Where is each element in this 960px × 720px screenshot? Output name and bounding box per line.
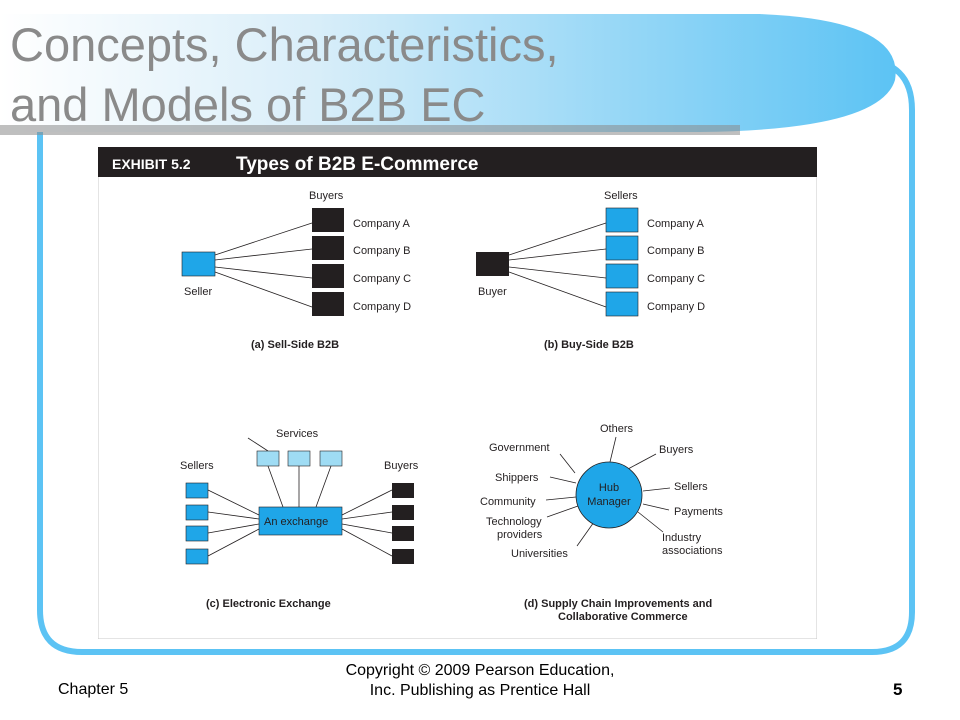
spoke-label: Others: [600, 423, 634, 435]
company-box: [312, 236, 344, 260]
panel-caption: Collaborative Commerce: [558, 611, 688, 623]
footer-copyright: Copyright © 2009 Pearson Education, Inc.…: [300, 661, 660, 701]
spoke-label: Payments: [674, 506, 723, 518]
seller-label: Seller: [184, 286, 212, 298]
buyer-box: [392, 526, 414, 541]
exhibit-label: EXHIBIT 5.2: [112, 156, 191, 172]
buyer-box: [476, 252, 509, 276]
company-label: Company A: [353, 218, 411, 230]
slide-title-line-2: and Models of B2B EC: [10, 78, 486, 131]
company-label: Company B: [353, 245, 410, 257]
company-label: Company C: [647, 273, 705, 285]
spoke-label: Shippers: [495, 472, 539, 484]
buyer-box: [392, 549, 414, 564]
company-label: Company D: [647, 301, 705, 313]
seller-box: [185, 548, 209, 565]
service-box: [287, 450, 311, 467]
seller-box: [185, 525, 209, 542]
company-box: [312, 264, 344, 288]
spoke-label: Government: [489, 442, 550, 454]
exhibit-header-bar: [98, 147, 817, 177]
seller-box: [181, 251, 216, 277]
slide-frame: [37, 57, 915, 655]
buyer-box: [392, 483, 414, 498]
company-box: [605, 235, 639, 261]
service-box: [256, 450, 280, 467]
panel-buy-side: Buyer Sellers Company A Company B Compan…: [476, 190, 705, 351]
company-label: Company A: [647, 218, 705, 230]
spoke-label: Universities: [511, 548, 568, 560]
company-box: [312, 292, 344, 316]
company-box: [312, 208, 344, 232]
buyers-heading: Buyers: [309, 190, 344, 202]
spoke-label: Industry: [662, 532, 702, 544]
buyer-label: Buyer: [478, 286, 507, 298]
hub-label: Manager: [587, 496, 631, 508]
spoke-label: Technology: [486, 516, 542, 528]
spoke-label: Sellers: [674, 481, 708, 493]
seller-box: [185, 482, 209, 499]
exchange-box: [258, 506, 343, 536]
exhibit-figure: EXHIBIT 5.2 Types of B2B E-Commerce Sell…: [98, 147, 817, 639]
exhibit-title: Types of B2B E-Commerce: [236, 154, 479, 175]
spoke-label: Buyers: [659, 444, 694, 456]
company-box: [605, 207, 639, 233]
panel-collaborative-commerce: Hub Manager Others Buyers Government Shi…: [480, 423, 723, 623]
page-number: 5: [893, 680, 903, 699]
panel-electronic-exchange: Services Sellers An exchange Buyers (c) …: [180, 428, 419, 610]
hub-manager-circle: [575, 461, 643, 529]
company-box: [605, 291, 639, 317]
buyers-heading: Buyers: [384, 460, 419, 472]
title-accent-bar: [0, 125, 740, 135]
buyer-box: [392, 505, 414, 520]
company-label: Company D: [353, 301, 411, 313]
slide-title-line-1: Concepts, Characteristics,: [10, 18, 559, 71]
panel-caption: (d) Supply Chain Improvements and: [524, 598, 712, 610]
sellers-heading: Sellers: [604, 190, 638, 202]
panel-caption: (b) Buy-Side B2B: [544, 339, 634, 351]
services-heading: Services: [276, 428, 319, 440]
spoke-label: providers: [497, 529, 543, 541]
hub-label: Hub: [599, 482, 619, 494]
footer-chapter: Chapter 5: [58, 681, 129, 698]
copyright-line-2: Inc. Publishing as Prentice Hall: [369, 682, 591, 699]
spoke-label: Community: [480, 496, 536, 508]
panel-caption: (a) Sell-Side B2B: [251, 339, 339, 351]
company-box: [605, 263, 639, 289]
spoke-label: associations: [662, 545, 723, 557]
title-banner: [0, 14, 896, 132]
panel-caption: (c) Electronic Exchange: [206, 598, 331, 610]
service-box: [319, 450, 343, 467]
exchange-label: An exchange: [264, 516, 328, 528]
company-label: Company C: [353, 273, 411, 285]
sellers-heading: Sellers: [180, 460, 214, 472]
company-label: Company B: [647, 245, 704, 257]
panel-sell-side: Seller Buyers Company A Company B Compan…: [181, 190, 411, 351]
seller-box: [185, 504, 209, 521]
copyright-line-1: Copyright © 2009 Pearson Education,: [345, 662, 615, 679]
